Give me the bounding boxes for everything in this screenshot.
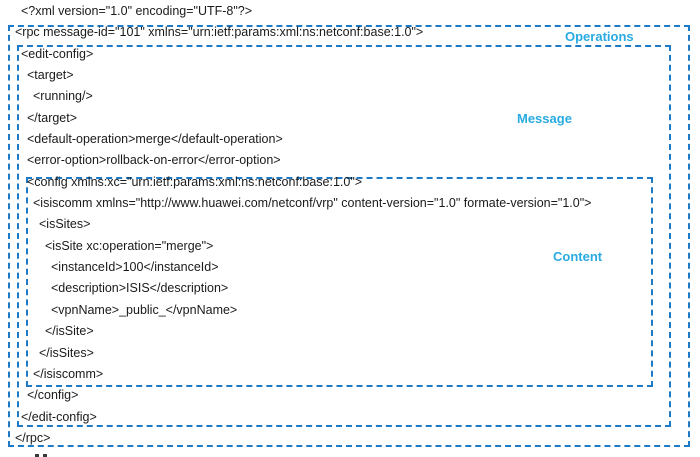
- code-line: </edit-config>: [21, 409, 97, 424]
- code-line: </isiscomm>: [33, 366, 104, 381]
- code-line: <description>ISIS</description>: [51, 281, 229, 296]
- code-line: <vpnName>_public_</vpnName>: [51, 302, 238, 317]
- cropped-text-fragment: [43, 454, 47, 457]
- code-line: </rpc>: [15, 430, 51, 445]
- operations-label: Operations: [565, 29, 634, 44]
- code-line: <rpc message-id="101" xmlns="urn:ietf:pa…: [15, 25, 424, 40]
- code-line: <isSites>: [39, 217, 91, 232]
- cropped-text-fragment: [35, 454, 39, 457]
- code-line: <instanceId>100</instanceId>: [51, 260, 219, 275]
- code-line: <default-operation>merge</default-operat…: [27, 132, 283, 147]
- code-line: </target>: [27, 110, 78, 125]
- code-line: </isSites>: [39, 345, 94, 360]
- message-label: Message: [517, 111, 572, 126]
- code-line: <isiscomm xmlns="http://www.huawei.com/n…: [33, 196, 592, 211]
- code-line: <?xml version="1.0" encoding="UTF-8"?>: [21, 4, 253, 18]
- code-line: <running/>: [33, 89, 93, 104]
- content-label: Content: [553, 249, 603, 264]
- code-line: <edit-config>: [21, 46, 94, 61]
- code-line: </config>: [27, 388, 79, 403]
- code-line: </isSite>: [45, 324, 94, 339]
- code-line: <config xmlns:xc="urn:ietf:params:xml:ns…: [27, 174, 363, 189]
- code-line: <error-option>rollback-on-error</error-o…: [27, 153, 281, 168]
- code-line: <isSite xc:operation="merge">: [45, 238, 214, 253]
- code-line: <target>: [27, 68, 74, 83]
